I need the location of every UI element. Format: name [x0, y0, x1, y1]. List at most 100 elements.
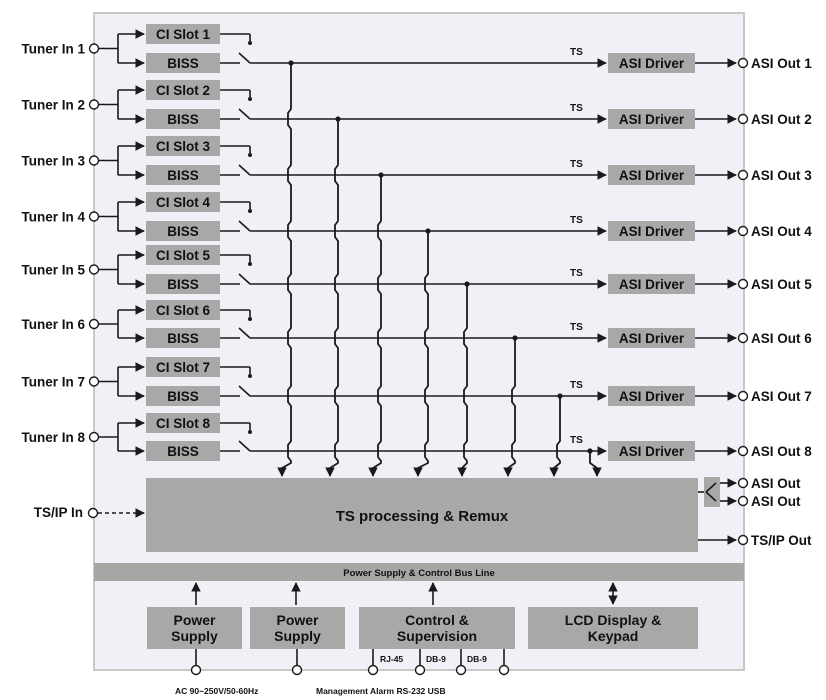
asi-out-switch-block [704, 477, 720, 507]
tsip-out-port-icon [737, 534, 749, 546]
ts-5-bus-line [461, 284, 468, 474]
rj45-port-icon [367, 664, 379, 676]
asi-out-7-port-icon [737, 390, 749, 402]
power-control-bus [94, 563, 744, 581]
ci-3-contact-dot [248, 153, 252, 157]
biss-1-label: BISS [167, 56, 199, 71]
tuner-in-3-port-icon [88, 155, 100, 166]
ci-2-contact-dot [248, 97, 252, 101]
ts-7-label: TS [570, 380, 583, 391]
tsip-in-label: TS/IP In [34, 505, 83, 520]
asi-out-4-label: ASI Out 4 [751, 224, 812, 239]
lcd-keypad-line2: Keypad [588, 628, 639, 644]
asi-driver-7-block [608, 386, 695, 406]
ts-2-label: TS [570, 103, 583, 114]
switch-7-arm-icon [238, 385, 251, 397]
switch-1-arm-icon [238, 52, 251, 64]
biss-2-block [146, 109, 220, 129]
tuner-in-2-label: Tuner In 2 [21, 98, 85, 113]
ts-5-label: TS [570, 268, 583, 279]
asi-driver-8-label: ASI Driver [619, 444, 685, 459]
ci-slot-1-label: CI Slot 1 [156, 27, 210, 42]
asi-out-3-port-icon [737, 169, 749, 181]
ts-6-label: TS [570, 322, 583, 333]
power-2-port-icon [291, 664, 303, 676]
asi-driver-3-block [608, 165, 695, 185]
power-supply-2-line2: Supply [274, 628, 321, 644]
asi-out-b-label: ASI Out [751, 494, 801, 509]
footer-mgmt-label: Management Alarm RS-232 USB [316, 686, 446, 696]
tuner-in-1-label: Tuner In 1 [21, 42, 85, 57]
power-supply-block-1 [147, 607, 242, 649]
ts-bus-verticals [277, 60, 602, 477]
power-supply-1-line1: Power [173, 612, 216, 628]
power-supply-block-2 [250, 607, 345, 649]
ts-processing-block [146, 478, 698, 552]
asi-driver-2-block [608, 109, 695, 129]
asi-out-switch-arm-icon [705, 491, 717, 502]
asi-out-2-port-icon [737, 113, 749, 125]
tuner-in-7-label: Tuner In 7 [21, 375, 85, 390]
biss-6-block [146, 328, 220, 348]
usb-port-icon [498, 664, 510, 676]
ci-slot-6-label: CI Slot 6 [156, 303, 210, 318]
asi-out-5-label: ASI Out 5 [751, 277, 812, 292]
ci-slot-7-label: CI Slot 7 [156, 360, 210, 375]
tuner-in-8-port-icon [88, 431, 100, 443]
ts-1-label: TS [570, 47, 583, 58]
tuner-in-5-port-icon [88, 264, 100, 275]
asi-driver-5-block [608, 274, 695, 294]
ci-slot-6-block [146, 300, 220, 320]
lcd-keypad-block [528, 607, 698, 649]
asi-out-8-port-icon [737, 445, 749, 457]
ts-8-label: TS [570, 435, 583, 446]
ci-8-contact-dot [248, 430, 252, 434]
power-supply-2-line1: Power [276, 612, 319, 628]
asi-driver-2-label: ASI Driver [619, 112, 685, 127]
power-supply-1-line2: Supply [171, 628, 218, 644]
biss-5-block [146, 274, 220, 294]
port-label-rj45: RJ-45 [380, 654, 403, 664]
tuner-in-8-label: Tuner In 8 [21, 430, 85, 445]
asi-out-1-label: ASI Out 1 [751, 56, 812, 71]
asi-driver-1-label: ASI Driver [619, 56, 685, 71]
ci-5-contact-dot [248, 262, 252, 266]
ts-3-label: TS [570, 159, 583, 170]
biss-7-label: BISS [167, 389, 199, 404]
power-1-port-icon [190, 664, 202, 676]
ci-slot-3-label: CI Slot 3 [156, 139, 210, 154]
ci-slot-7-block [146, 357, 220, 377]
biss-5-label: BISS [167, 277, 199, 292]
tuner-in-2-port-icon [88, 99, 100, 110]
ci-slot-4-block [146, 192, 220, 212]
ts-4-label: TS [570, 215, 583, 226]
ts-3-bus-line [372, 175, 382, 474]
db9-b-port-icon [455, 664, 467, 676]
tuner-in-5-label: Tuner In 5 [21, 263, 85, 278]
asi-driver-3-label: ASI Driver [619, 168, 685, 183]
asi-driver-4-block [608, 221, 695, 241]
asi-driver-5-label: ASI Driver [619, 277, 685, 292]
asi-driver-4-label: ASI Driver [619, 224, 685, 239]
tuner-in-3-label: Tuner In 3 [21, 154, 85, 169]
tuner-in-6-label: Tuner In 6 [21, 317, 85, 332]
biss-4-label: BISS [167, 224, 199, 239]
ci-slot-2-label: CI Slot 2 [156, 83, 210, 98]
biss-3-block [146, 165, 220, 185]
asi-out-2-label: ASI Out 2 [751, 112, 812, 127]
asi-out-a-port-icon [737, 477, 749, 489]
asi-driver-7-label: ASI Driver [619, 389, 685, 404]
ci-1-contact-dot [248, 41, 252, 45]
ci-slot-1-block [146, 24, 220, 44]
asi-out-a-label: ASI Out [751, 476, 801, 491]
port-label-db9-b: DB-9 [467, 654, 487, 664]
tsip-in-port-icon [87, 507, 99, 519]
ts-4-bus-line [417, 231, 429, 474]
ts-processing-label: TS processing & Remux [336, 508, 509, 525]
ci-slot-3-block [146, 136, 220, 156]
asi-out-3-label: ASI Out 3 [751, 168, 812, 183]
switch-2-arm-icon [238, 108, 251, 120]
tuner-in-6-port-icon [88, 318, 100, 330]
